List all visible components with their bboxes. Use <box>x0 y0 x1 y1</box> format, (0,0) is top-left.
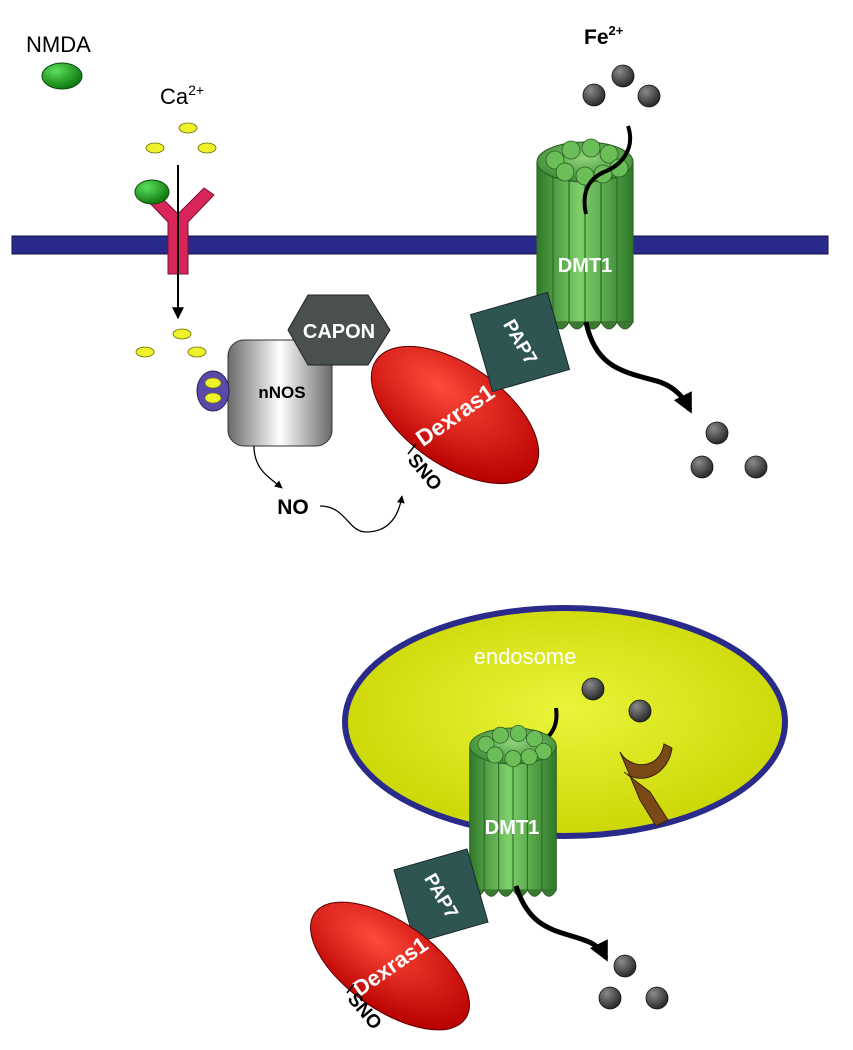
capon-protein <box>287 294 391 366</box>
pap7-protein-bottom <box>393 848 489 944</box>
iron-ions-intracellular <box>690 421 768 479</box>
endosome-label: endosome <box>474 644 577 669</box>
svg-text:NMDA: NMDA <box>26 32 91 57</box>
svg-text:DMT1: DMT1 <box>558 255 612 277</box>
iron-ions-extracellular <box>582 64 661 108</box>
dmt1-n-terminus-top <box>582 125 633 215</box>
calmodulin-icon <box>196 370 230 412</box>
dmt1-label-top: DMT1 <box>558 255 612 277</box>
nnos-label: nNOS <box>258 383 305 402</box>
iron-transport-arrow-bottom <box>513 885 609 962</box>
dmt1-transporter-bottom <box>469 724 557 897</box>
calcium-ions-extracellular <box>145 122 217 154</box>
s-nitrosylation-arrow <box>319 495 405 533</box>
no-production-arrow <box>253 445 283 489</box>
dexras1-protein-bottom <box>310 901 470 1031</box>
dexras1-protein-top <box>370 345 540 485</box>
svg-text:Ca2+: Ca2+ <box>160 82 204 109</box>
dmt1-transporter-top <box>536 138 634 330</box>
iron-ions-endosome <box>581 677 652 723</box>
nmda-bound-ligand-icon <box>134 179 170 205</box>
svg-text:CAPON: CAPON <box>303 321 375 343</box>
calcium-ions-intracellular <box>135 328 207 358</box>
nmda-label: NMDA <box>26 32 91 57</box>
svg-text:nNOS: nNOS <box>258 383 305 402</box>
svg-text:endosome: endosome <box>474 644 577 669</box>
iron-ions-cytosol-bottom <box>598 954 669 1010</box>
iron-label: Fe2+ <box>584 23 624 49</box>
sno-link-bottom <box>346 983 355 994</box>
pap7-protein-top <box>469 291 571 393</box>
svg-text:NO: NO <box>277 496 309 519</box>
no-label: NO <box>277 496 309 519</box>
iron-transport-arrow-top <box>583 321 693 414</box>
calcium-label: Ca2+ <box>160 82 204 109</box>
dmt1-label-bottom: DMT1 <box>485 817 539 839</box>
endosome-compartment <box>342 605 788 839</box>
nmda-ligand-icon <box>41 62 83 90</box>
svg-text:DMT1: DMT1 <box>485 817 539 839</box>
capon-label: CAPON <box>303 321 375 343</box>
svg-text:Fe2+: Fe2+ <box>584 23 624 49</box>
cell-membrane <box>11 235 829 255</box>
transferrin-receptor-icon <box>619 743 673 827</box>
sno-link-top <box>407 443 417 455</box>
